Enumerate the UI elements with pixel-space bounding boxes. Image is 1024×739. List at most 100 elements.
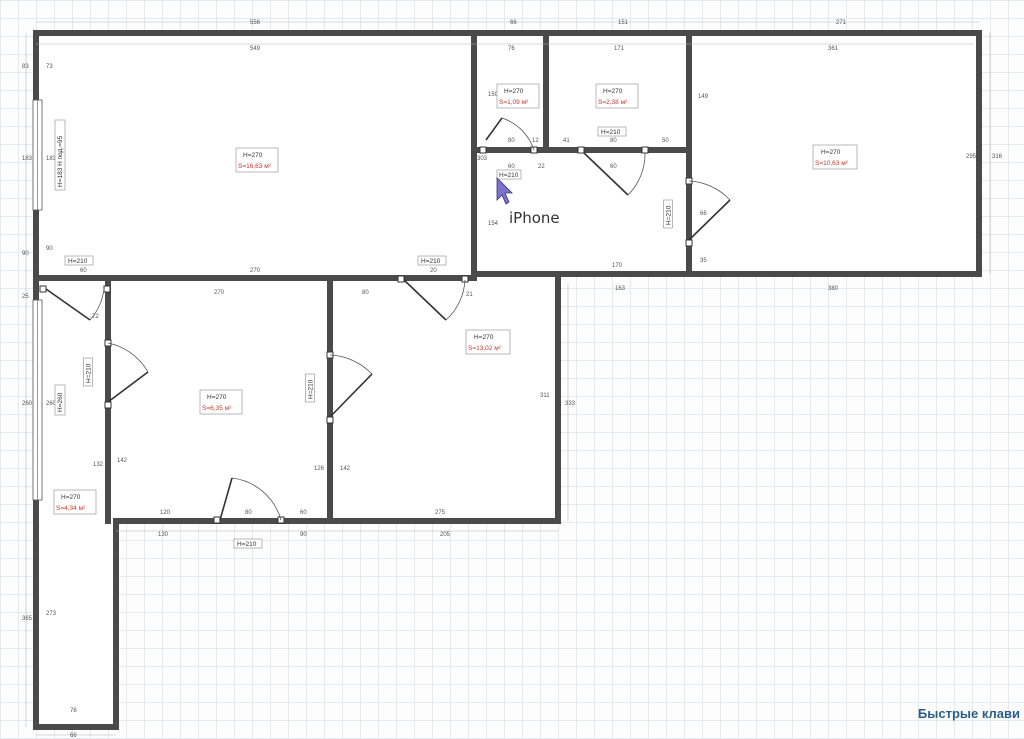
dim-corridor-right-2: 333 [565,401,576,407]
room-label-6[interactable]: H=270 S=6,35 м² [199,389,243,415]
dim-misc-3: 41 [563,138,570,144]
door-bedroom-right[interactable] [326,351,373,424]
dim-bottom-inner-1: 120 [160,510,171,516]
dim-top-room1-inner: 549 [250,46,261,52]
dim-top-room4-inner: 361 [828,46,839,52]
dim-misc-20: 142 [340,466,351,472]
door-label-balcony: H=210 [68,258,88,265]
quick-keys-link[interactable]: Быстрые клави [917,706,1020,721]
window-label-room1: Н=183 Н под.=95 [57,135,64,187]
dim-left-inner-1: 73 [46,64,53,70]
room3-area: S=2,38 м² [598,99,628,106]
dim-misc-15: 126 [314,466,325,472]
dim-top-room2-outer: 66 [510,20,517,26]
dim-left-inner-2: 183 [46,156,57,162]
dim-top-room2-inner: 76 [508,46,515,52]
dim-misc-11: 20 [430,268,437,274]
door-bottom[interactable] [213,477,285,524]
dim-bottom-inner-4: 275 [435,510,446,516]
doors [39,117,731,524]
room7-area: S=4,34 м² [56,505,86,512]
dim-bottom-inner-3: 60 [300,510,307,516]
dim-misc-19: 154 [488,221,499,227]
dim-corridor-top-2: 163 [615,286,626,292]
door-room1[interactable] [397,275,469,321]
door-label-bath: H=210 [601,129,621,136]
outer-wall [33,30,982,730]
dim-top-room1-outer: 556 [250,20,261,26]
room-label-7[interactable]: H=270 S=4,34 м² [53,489,97,515]
dim-bottom-outer-2: 90 [300,532,307,538]
room6-height: H=270 [207,394,227,401]
room1-area: S=16,63 м² [238,163,272,170]
dim-right-outer: 316 [992,154,1003,160]
dim-misc-7: 35 [700,258,707,264]
door-label-bedroom-left: H=210 [86,363,93,383]
dim-left-2: 183 [22,156,33,162]
door-labels: H=210 H=210 H=210 H=210 H=210 H=210 H=21… [64,126,673,549]
dim-misc-12: 21 [466,292,473,298]
room5-height: H=270 [474,334,494,341]
dim-bottom-outer-3: 205 [440,532,451,538]
dim-misc-4: 80 [610,138,617,144]
door-label-wc: H=210 [499,172,519,179]
dim-right-inner: 295 [966,154,977,160]
room-label-2[interactable]: H=270 S=1,09 м² [496,83,540,109]
dim-misc-10: 80 [362,290,369,296]
door-label-room1: H=210 [421,258,441,265]
room3-height: H=270 [603,88,623,95]
dim-misc-5: 50 [662,138,669,144]
cursor-icon [496,177,513,205]
dim-misc-8: 270 [250,268,261,274]
dim-bottom-outer-1: 130 [158,532,169,538]
dim-misc-24: 60 [610,164,617,170]
room7-height: H=270 [61,494,81,501]
dim-misc-13: 142 [117,458,128,464]
door-bedroom-left[interactable] [104,339,149,409]
dim-top-room4-outer: 271 [836,20,847,26]
door-room4[interactable] [685,177,731,247]
room-label-3[interactable]: H=270 S=2,38 м² [595,83,639,109]
dim-misc-18: 303 [477,156,488,162]
room-label-1[interactable]: H=270 S=16,63 м² [235,147,279,173]
dim-left-1: 83 [22,64,29,70]
dim-corridor-top-1: 170 [612,263,623,269]
dim-left-inner-4: 72 [92,314,99,320]
door-label-bedroom-right: H=210 [308,379,315,399]
dim-misc-9: 270 [214,290,225,296]
windows: Н=183 Н под.=95 H=260 [32,99,66,501]
room-label-4[interactable]: H=270 S=10,63 м² [812,144,858,170]
room-label-5[interactable]: H=270 S=13,02 м² [465,329,511,355]
door-label-room4: H=210 [666,205,673,225]
dim-left-5: 260 [22,401,33,407]
dim-left-inner-5: 260 [46,401,57,407]
door-balcony[interactable] [39,285,111,321]
room-labels: H=270 S=16,63 м² H=270 S=1,09 м² H=270 S… [53,83,858,515]
room1-height: H=270 [243,152,263,159]
dim-left-3: 90 [22,251,29,257]
dim-misc-1: 80 [508,138,515,144]
dim-misc-21: 22 [538,164,545,170]
dim-misc-23: 150 [488,92,499,98]
dim-misc-14: 132 [93,462,104,468]
dim-left-inner-3: 90 [46,246,53,252]
dim-misc-25: 60 [80,268,87,274]
dim-bottom-inner-2: 80 [245,510,252,516]
door-label-bottom: H=210 [237,541,257,548]
room6-area: S=6,35 м² [202,405,232,412]
room5-area: S=13,02 м² [468,345,502,352]
dim-misc-2: 60 [508,164,515,170]
dim-left-6: 365 [22,616,33,622]
dim-left-inner-6: 273 [46,611,57,617]
dim-misc-17: 149 [698,94,709,100]
dim-top-room3-outer: 151 [618,20,629,26]
dimension-lines [25,21,991,736]
door-wc[interactable] [479,117,538,154]
room4-height: H=270 [821,149,841,156]
iphone-label: iPhone [509,209,560,227]
dim-bottom-left-inner: 76 [70,708,77,714]
door-bath[interactable] [577,146,649,196]
dim-bottom-left-outer: 66 [70,733,77,739]
dim-left-4: 25 [22,294,29,300]
